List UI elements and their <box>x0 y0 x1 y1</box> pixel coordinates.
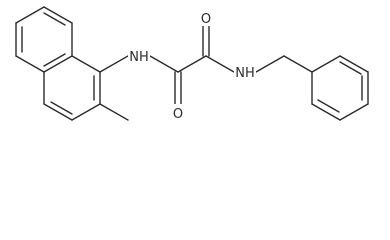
double-bond-inner <box>43 12 66 26</box>
bond <box>339 103 369 121</box>
bond <box>311 103 341 121</box>
bond <box>311 55 341 73</box>
double-bond-inner <box>317 99 340 113</box>
bond <box>71 103 101 121</box>
bond <box>205 55 235 73</box>
nh-right-label: NH <box>235 66 255 81</box>
bond <box>177 55 207 73</box>
bond <box>255 55 285 73</box>
double-bond-inner <box>43 53 66 67</box>
molecule-diagram: NH O O NH <box>15 6 369 122</box>
methyl-bond <box>99 103 129 121</box>
label-background <box>199 10 213 26</box>
double-bond-inner <box>50 101 73 115</box>
bond <box>43 6 73 24</box>
label-background <box>171 104 185 120</box>
double-bond-inner <box>339 61 362 75</box>
bond <box>43 103 73 121</box>
bond-layer <box>15 6 369 121</box>
bond <box>339 55 369 73</box>
oxygen-top-label: O <box>201 12 211 27</box>
label-background <box>234 64 256 80</box>
atom-labels: NH O O NH <box>128 10 256 122</box>
bond <box>149 55 179 73</box>
label-background <box>128 48 150 64</box>
bond <box>15 6 45 24</box>
nh-left-label: NH <box>129 50 149 65</box>
bond <box>283 55 313 73</box>
bond <box>71 55 101 73</box>
bond <box>15 55 45 73</box>
oxygen-bottom-label: O <box>173 107 183 122</box>
bond <box>99 55 129 73</box>
bond <box>43 55 73 73</box>
structure-canvas: NH O O NH <box>15 6 369 122</box>
